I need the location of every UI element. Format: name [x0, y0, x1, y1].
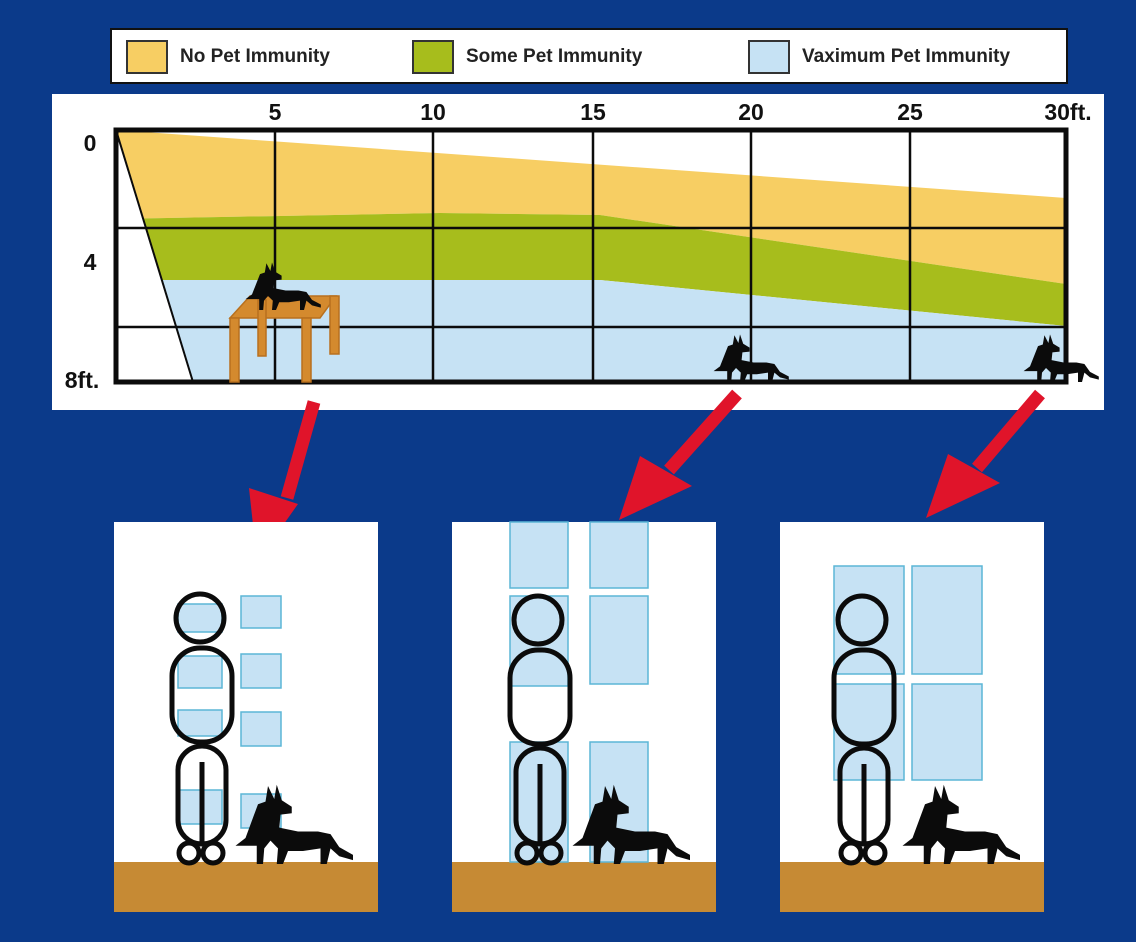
floor — [452, 862, 716, 912]
x-tick-label: 15 — [580, 99, 606, 125]
y-tick-label: 0 — [84, 130, 97, 156]
y-tick-label: 4 — [84, 249, 97, 275]
y-tick-label: 8ft. — [65, 367, 100, 393]
x-tick-label: 30ft. — [1044, 99, 1091, 125]
x-tick-label: 5 — [269, 99, 282, 125]
x-tick-label: 20 — [738, 99, 764, 125]
floor — [780, 862, 1044, 912]
arrow-line — [287, 402, 314, 498]
scene-panel-1 — [114, 522, 378, 912]
x-tick-label: 25 — [897, 99, 923, 125]
scene-panel-3 — [780, 522, 1044, 912]
x-tick-label: 10 — [420, 99, 446, 125]
scene-panel-2 — [452, 522, 716, 912]
floor — [114, 862, 378, 912]
